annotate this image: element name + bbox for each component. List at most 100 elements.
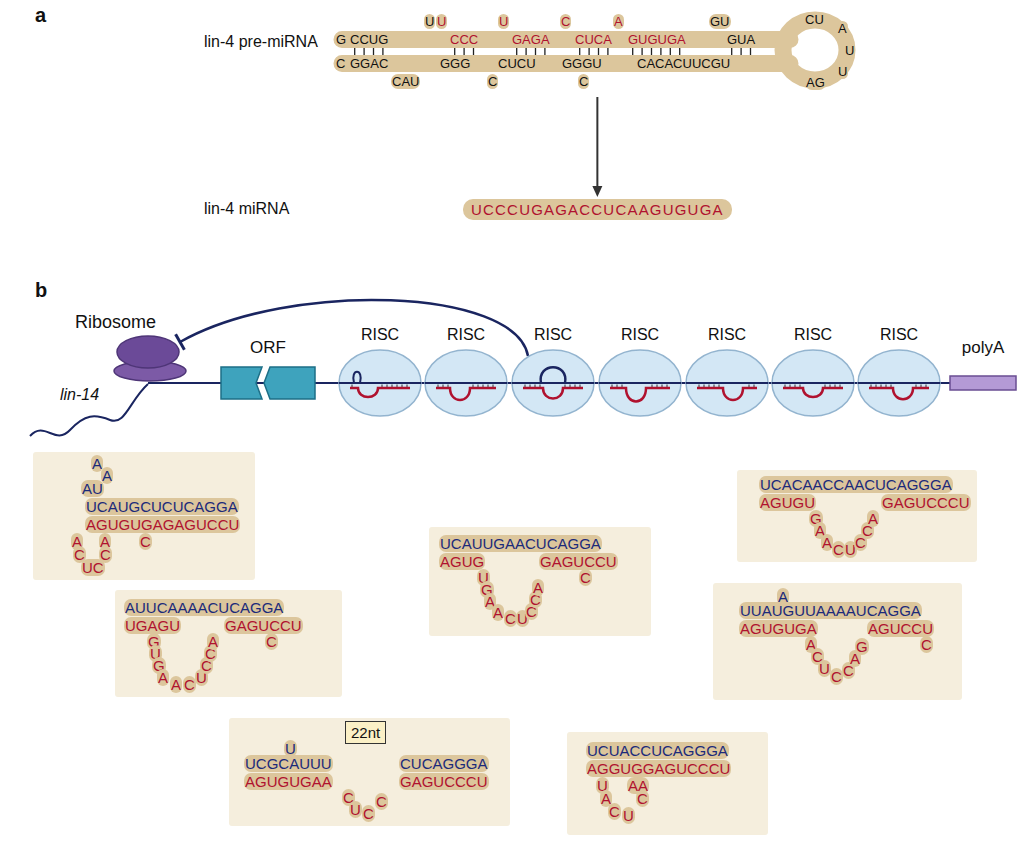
nucleotide-text: CUCU: [497, 56, 537, 71]
sequence-text: C: [636, 790, 649, 807]
sequence-text: C: [504, 610, 517, 627]
duplex-box: UCACAACCAACUCAGGGAAGUGUGAGUCCCUGAACUCCA: [737, 470, 977, 562]
sequence-text: UCACAACCAACUCAGGGA: [759, 476, 953, 493]
nucleotide-text: A: [613, 14, 624, 29]
figure-label: lin-4 miRNA: [204, 200, 289, 218]
nucleotide-text: G: [335, 32, 347, 47]
connector: [592, 97, 602, 197]
sequence-text: UGAGU: [124, 617, 181, 634]
sequence-text: UCUACCUCAGGGA: [586, 742, 729, 759]
nucleotide-text: C: [578, 74, 589, 89]
nucleotide-text: CACACUUCGU: [636, 56, 731, 71]
nucleotide-text: C: [560, 14, 571, 29]
mature-mirna: UCCCUGAGACCUCAAGUGUGA: [463, 199, 732, 220]
sequence-text: AGUCCU: [867, 620, 934, 637]
sequence-text: C: [362, 805, 375, 822]
risc-complex: RISC: [510, 326, 596, 420]
sequence-text: U: [349, 801, 362, 818]
sequence-text: AGUGU: [759, 494, 816, 511]
sequence-text: C: [830, 668, 843, 685]
sequence-text: C: [183, 676, 196, 693]
sequence-text: AUUCAAAACUCAGGA: [124, 599, 284, 616]
sequence-text: GAGUCCCU: [399, 773, 489, 790]
connector-line: [596, 97, 598, 189]
sequence-text: UUAUGUUAAAAUCAGGA: [739, 602, 922, 619]
sequence-text: AGUGUGAGAGUCCU: [85, 516, 240, 533]
sequence-text: AGGUGGAGUCCCU: [586, 760, 731, 777]
sequence-text: A: [867, 510, 879, 527]
sequence-text: GAGUCCU: [224, 617, 303, 634]
nucleotide-text: C: [487, 74, 498, 89]
arrow-head: [592, 186, 602, 197]
part-label: RISC: [770, 326, 856, 344]
sequence-text: C: [265, 633, 278, 650]
sequence-text: U: [818, 660, 831, 677]
sequence-text: C: [375, 793, 388, 810]
sequence-text: UCAUUGAACUCAGGA: [439, 535, 602, 552]
nucleotide-text: GUGUGA: [627, 32, 687, 47]
figure-label: lin-14: [60, 386, 99, 404]
figure-label: lin-4 pre-miRNA: [204, 33, 318, 51]
risc-complex: RISC: [770, 326, 856, 420]
sequence-text: UC: [81, 559, 105, 576]
part-label: RISC: [684, 326, 770, 344]
connector: [176, 300, 528, 356]
part-label: ORF: [218, 338, 318, 357]
sequence-text: C: [139, 533, 152, 550]
nucleotide-text: CAU: [391, 74, 420, 89]
nucleotide-text: CUCA: [574, 32, 613, 47]
ribosome: Ribosome: [72, 312, 192, 384]
risc-complex: RISC: [597, 326, 683, 420]
sequence-text: AGUGUGAA: [244, 773, 333, 790]
sequence-text: C: [608, 803, 621, 820]
duplex-box: AUUCAAAACUCAGGAUGAGUGAGUCCUGUGAACUCCAC: [115, 590, 342, 697]
sequence-text: UCGCAUUU: [244, 755, 333, 772]
risc-complex: RISC: [423, 326, 509, 420]
nucleotide-text: U: [844, 43, 855, 58]
sequence-text: AU: [81, 480, 104, 497]
nucleotide-text: GGGU: [561, 56, 603, 71]
sequence-text: C: [920, 636, 933, 653]
risc-complex: RISC: [337, 326, 423, 420]
sequence-text: A: [170, 676, 182, 693]
nucleotide-text: A: [837, 21, 848, 36]
part-label: RISC: [337, 326, 423, 344]
figure-label: b: [35, 279, 47, 302]
sequence-text: GAGUCCCU: [881, 494, 971, 511]
nucleotide-text: CCUG: [349, 32, 389, 47]
risc-complex: RISC: [856, 326, 942, 420]
mirna-sequence: UCCCUGAGACCUCAAGUGUGA: [471, 201, 724, 218]
nucleotide-text: U: [436, 14, 447, 29]
sequence-text: GAGUCCU: [539, 553, 618, 570]
nucleotide-text: AG: [805, 75, 826, 90]
duplex-box: UCUACCUCAGGGAAGGUGGAGUCCCUUAAACCU: [567, 732, 768, 835]
mrna-tail: [30, 384, 148, 436]
part-label: polyA: [946, 338, 1020, 357]
sequence-text: AGUGUGA: [739, 620, 818, 637]
sequence-text: A: [532, 579, 544, 596]
sequence-text: C: [579, 569, 592, 586]
sequence-text: CUCAGGGA: [399, 755, 489, 772]
nucleotide-text: U: [424, 14, 435, 29]
length-callout: 22nt: [351, 724, 380, 741]
sequence-text: A: [101, 467, 113, 484]
sequence-text: UCAUGCUCUCAGGA: [85, 498, 239, 515]
sequence-text: A: [157, 669, 169, 686]
nucleotide-text: GGG: [439, 56, 471, 71]
pre-mirna-hairpin: UUUCAGUCUAGCCUGCCCGAGACUCAGUGUGAGUAUCGGA…: [325, 8, 870, 94]
figure-label: a: [35, 4, 46, 27]
part-label: RISC: [856, 326, 942, 344]
duplex-box: AUUAUGUUAAAAUCAGGAAGUGUGAAGUCCUACUCCAGC: [713, 583, 962, 700]
nucleotide-text: CCC: [449, 32, 479, 47]
sequence-text: C: [832, 541, 845, 558]
part-label: RISC: [597, 326, 683, 344]
callout-box: 22nt: [345, 721, 386, 744]
nucleotide-text: U: [837, 64, 848, 79]
nucleotide-text: GGAC: [349, 56, 389, 71]
duplex-box: UUCGCAUUUCUCAGGGAAGUGUGAAGAGUCCCUCUCC22n…: [229, 718, 510, 826]
part-label: RISC: [510, 326, 596, 344]
sequence-text: U: [622, 807, 635, 824]
